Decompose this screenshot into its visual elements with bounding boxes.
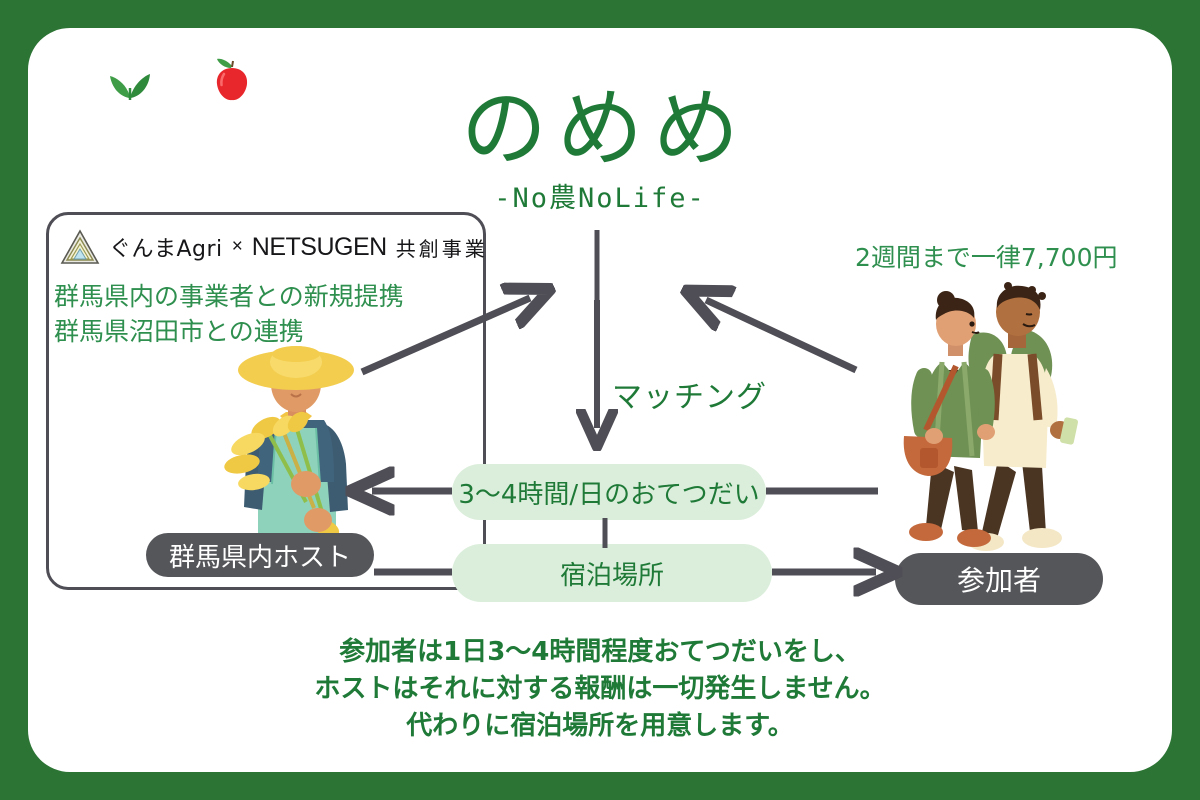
label-host: 群馬県内ホスト <box>146 533 374 577</box>
label-guest: 参加者 <box>895 553 1103 605</box>
apple-icon <box>216 58 248 101</box>
fee-note: 2週間まで一律7,700円 <box>855 243 1118 272</box>
host-description-line-1: 群馬県内の事業者との新規提携 <box>54 282 404 311</box>
host-group-box <box>46 212 486 590</box>
caption-line-2: ホストはそれに対する報酬は一切発生しません。 <box>314 673 886 704</box>
partner-times-symbol: × <box>231 236 243 257</box>
pill-accommodation: 宿泊場所 <box>452 544 772 602</box>
partner-gunma-agri-label: ぐんまAgri <box>109 237 223 262</box>
caption-line-1: 参加者は1日3〜4時間程度おてつだいをし、 <box>339 637 861 667</box>
pill-help-hours: 3〜4時間/日のおてつだい <box>452 464 766 520</box>
caption-line-3: 代わりに宿泊場所を用意します。 <box>406 710 794 741</box>
gunma-triangle-icon <box>60 229 100 264</box>
partner-netsugen-label: NETSUGEN <box>251 232 387 261</box>
farmer-illustration <box>224 346 354 548</box>
partner-kyoso-label: 共創事業 <box>395 236 488 261</box>
host-description-line-2: 群馬県沼田市との連携 <box>54 316 304 346</box>
leaf-icon <box>110 74 150 100</box>
host-description: 群馬県内の事業者との新規提携 群馬県沼田市との連携 <box>54 280 404 349</box>
logo-characters: のめめ <box>461 79 749 179</box>
partner-logo-row: ぐんまAgri × NETSUGEN 共創事業 <box>60 229 488 265</box>
travellers-illustration <box>903 282 1078 551</box>
brand-logo: のめめ -No農NoLife- <box>0 58 1200 215</box>
logo-subtitle: -No農NoLife- <box>494 183 706 214</box>
matching-label: マッチング <box>612 380 767 415</box>
bottom-caption: 参加者は1日3〜4時間程度おてつだいをし、 ホストはそれに対する報酬は一切発生し… <box>0 634 1200 745</box>
